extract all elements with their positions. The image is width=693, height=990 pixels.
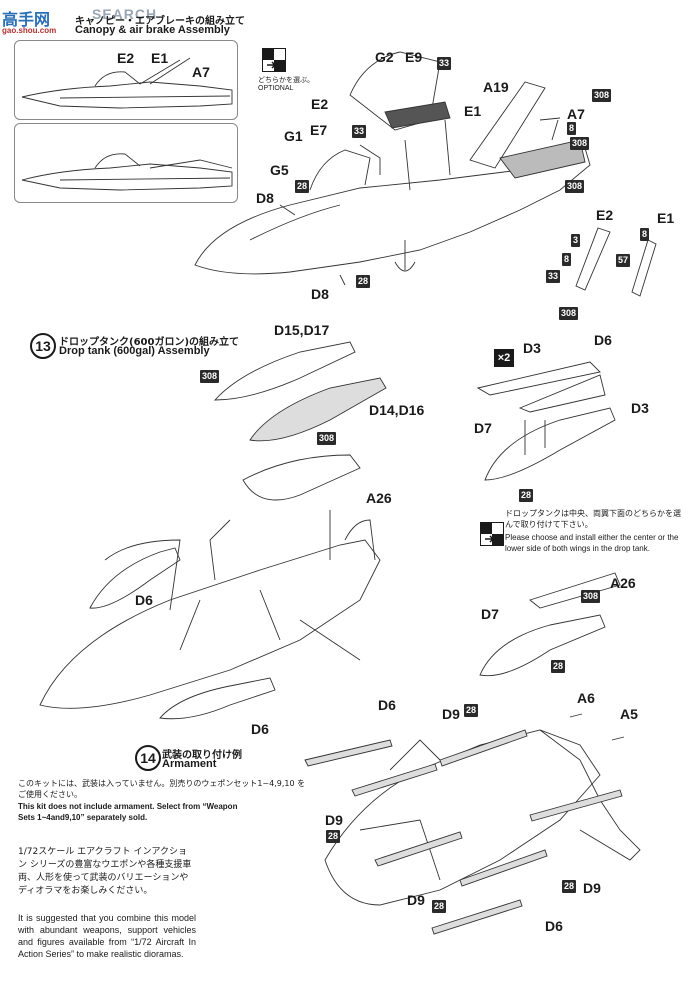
part-label-d7: D7 [481, 606, 499, 622]
part-label-e2: E2 [596, 207, 614, 223]
part-label-a5: A5 [620, 706, 638, 722]
part-label-a7: A7 [192, 64, 210, 80]
part-number-28: 28 [551, 660, 566, 673]
part-number-308: 308 [565, 180, 585, 193]
part-label-d15-d17: D15,D17 [274, 322, 330, 338]
step14-title-en: Armament [162, 758, 217, 770]
part-number-8: 8 [567, 122, 577, 135]
part-label-e2: E2 [117, 50, 135, 66]
part-label-e1: E1 [151, 50, 169, 66]
part-number-28: 28 [519, 489, 534, 502]
part-label-e7: E7 [310, 122, 328, 138]
part-number-8: 8 [562, 253, 572, 266]
part-number-28: 28 [356, 275, 371, 288]
part-number-57: 57 [616, 254, 631, 267]
part-label-d6: D6 [251, 721, 269, 737]
step13-choose-en: Please choose and install either the cen… [505, 533, 679, 553]
part-number-308: 308 [592, 89, 612, 102]
step14-combine-jp: 1/72スケール エアクラフト インアクション シリーズの豊富なウエポンや各種支… [18, 847, 192, 896]
part-label-d8: D8 [311, 286, 329, 302]
watermark-url: gao.shou.com [2, 26, 57, 35]
watermark-logo-text: 高手网 [2, 10, 51, 29]
step14-note-en: This kit does not include armament. Sele… [18, 802, 238, 822]
part-label-d9: D9 [325, 812, 343, 828]
part-label-d3: D3 [631, 400, 649, 416]
step13-choose-jp: ドロップタンクは中央、両翼下面のどちらかを選んで取り付けて下さい。 [505, 509, 681, 529]
watermark-search: SEARCH [92, 6, 158, 22]
step14-number: 14 [135, 745, 161, 771]
optional-text-en: OPTIONAL [258, 85, 294, 92]
part-number-308: 308 [559, 307, 579, 320]
step12-title-en: Canopy & air brake Assembly [75, 24, 230, 36]
optional-icon [262, 48, 286, 72]
step14-title-jp: 武装の取り付け例 [162, 750, 242, 761]
step13-title-en: Drop tank (600gal) Assembly [59, 345, 210, 357]
option-box-top [14, 40, 238, 120]
step14-note-jp: このキットには、武装は入っていません。別売りのウェポンセット1~4,9,10 を… [18, 779, 306, 799]
part-label-d9: D9 [407, 892, 425, 908]
multiplier-badge: ×2 [494, 349, 514, 367]
part-label-d6: D6 [378, 697, 396, 713]
part-number-3: 3 [571, 234, 581, 247]
part-number-308: 308 [200, 370, 220, 383]
part-number-308: 308 [581, 590, 601, 603]
part-number-33: 33 [437, 57, 452, 70]
part-label-d7: D7 [474, 420, 492, 436]
optional-icon-2 [480, 522, 504, 546]
part-number-33: 33 [546, 270, 561, 283]
part-label-d6: D6 [545, 918, 563, 934]
part-label-a6: A6 [577, 690, 595, 706]
part-label-d9: D9 [583, 880, 601, 896]
part-number-8: 8 [640, 228, 650, 241]
step12-title-jp: キャノピー・エアブレーキの組み立て [75, 16, 245, 27]
part-label-d6: D6 [594, 332, 612, 348]
part-label-d14-d16: D14,D16 [369, 402, 425, 418]
part-number-308: 308 [317, 432, 337, 445]
optional-text-jp: どちらかを選ぶ。 [258, 76, 314, 84]
part-number-28: 28 [432, 900, 447, 913]
part-number-28: 28 [326, 830, 341, 843]
part-label-g5: G5 [270, 162, 289, 178]
part-label-g2: G2 [375, 49, 394, 65]
part-number-33: 33 [352, 125, 367, 138]
part-number-28: 28 [562, 880, 577, 893]
part-number-308: 308 [570, 137, 590, 150]
watermark-logo: 高手网 gao.shou.com [2, 6, 70, 35]
part-label-a19: A19 [483, 79, 509, 95]
part-label-a26: A26 [366, 490, 392, 506]
part-label-a26: A26 [610, 575, 636, 591]
option-box-bottom [14, 123, 238, 203]
part-label-e9: E9 [405, 49, 423, 65]
part-label-e1: E1 [657, 210, 675, 226]
part-label-e2: E2 [311, 96, 329, 112]
part-label-g1: G1 [284, 128, 303, 144]
part-label-d8: D8 [256, 190, 274, 206]
part-label-a7: A7 [567, 106, 585, 122]
part-label-e1: E1 [464, 103, 482, 119]
step14-combine-en: It is suggested that you combine this mo… [18, 913, 196, 959]
part-label-d3: D3 [523, 340, 541, 356]
step13-title-jp: ドロップタンク(600ガロン)の組み立て [59, 337, 240, 348]
step13-number: 13 [30, 333, 56, 359]
part-number-28: 28 [464, 704, 479, 717]
part-label-d6: D6 [135, 592, 153, 608]
part-label-d9: D9 [442, 706, 460, 722]
part-number-28: 28 [295, 180, 310, 193]
